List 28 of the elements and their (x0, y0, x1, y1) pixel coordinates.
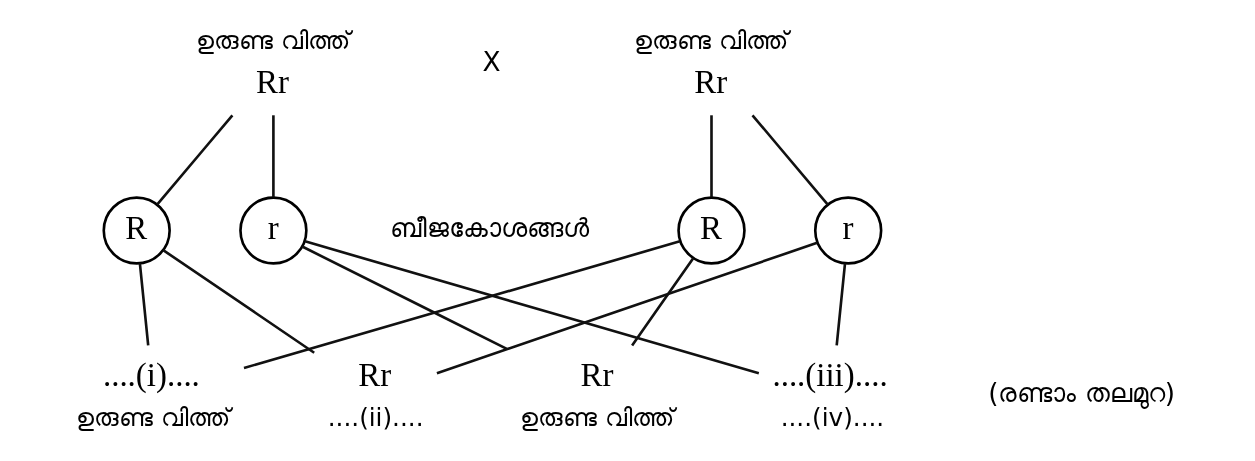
connector (156, 114, 234, 206)
node-label: ഉരുണ്ട വിത്ത് (520, 402, 675, 432)
connector (436, 241, 818, 375)
node-circle: r (239, 196, 308, 265)
node-text: Rr (358, 357, 392, 394)
node-text: ....(i).... (102, 357, 200, 394)
label: X (482, 47, 501, 78)
connector (272, 115, 275, 198)
node-text: ....(iii).... (772, 357, 888, 394)
connector (304, 240, 760, 375)
node-label: ....(iv).... (780, 402, 885, 432)
node-label: ....(ii).... (327, 402, 424, 432)
node-circle: R (677, 196, 746, 265)
node-text: Rr (694, 63, 728, 100)
connector (751, 114, 829, 206)
connector (162, 249, 315, 354)
connector (631, 257, 695, 347)
label: ബീജകോശങ്ങൾ (390, 212, 590, 243)
connector (710, 115, 713, 198)
node-circle: R (102, 196, 171, 265)
connector (301, 245, 508, 350)
node-circle: r (813, 196, 883, 265)
node-text: Rr (256, 63, 290, 100)
connector (138, 263, 150, 346)
label: (രണ്ടാം തലമുറ) (988, 378, 1176, 409)
connector (835, 263, 847, 346)
connector (243, 240, 681, 370)
node-text: Rr (580, 357, 614, 394)
